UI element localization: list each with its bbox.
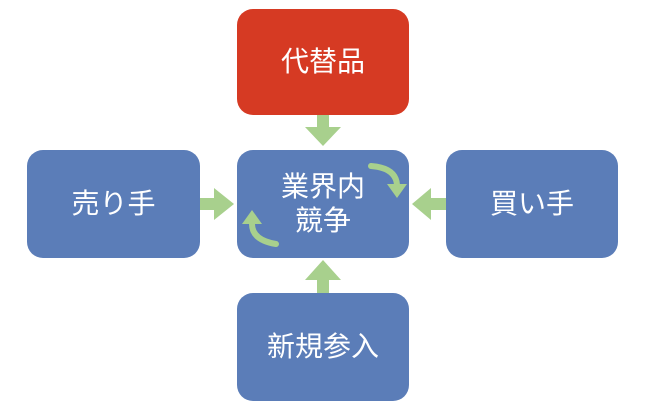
industry-rivalry-box: 業界内 競争 (237, 150, 409, 258)
industry-rivalry-label-line1: 業界内 (280, 170, 365, 204)
buyers-label: 買い手 (489, 187, 574, 221)
new-entrants-label: 新規参入 (266, 330, 379, 364)
industry-rivalry-label: 業界内 競争 (281, 170, 365, 237)
new-entrants-box: 新規参入 (237, 293, 409, 401)
arrow-top-to-center (305, 115, 341, 146)
substitutes-box: 代替品 (237, 9, 409, 115)
buyers-box: 買い手 (446, 150, 618, 258)
suppliers-label: 売り手 (71, 187, 156, 221)
industry-rivalry-label-line2: 競争 (294, 204, 351, 237)
suppliers-box: 売り手 (27, 150, 200, 258)
arrow-right-to-center (412, 188, 446, 220)
arrow-bottom-to-center (305, 260, 341, 293)
substitutes-label: 代替品 (280, 45, 365, 79)
arrow-left-to-center (200, 188, 234, 220)
